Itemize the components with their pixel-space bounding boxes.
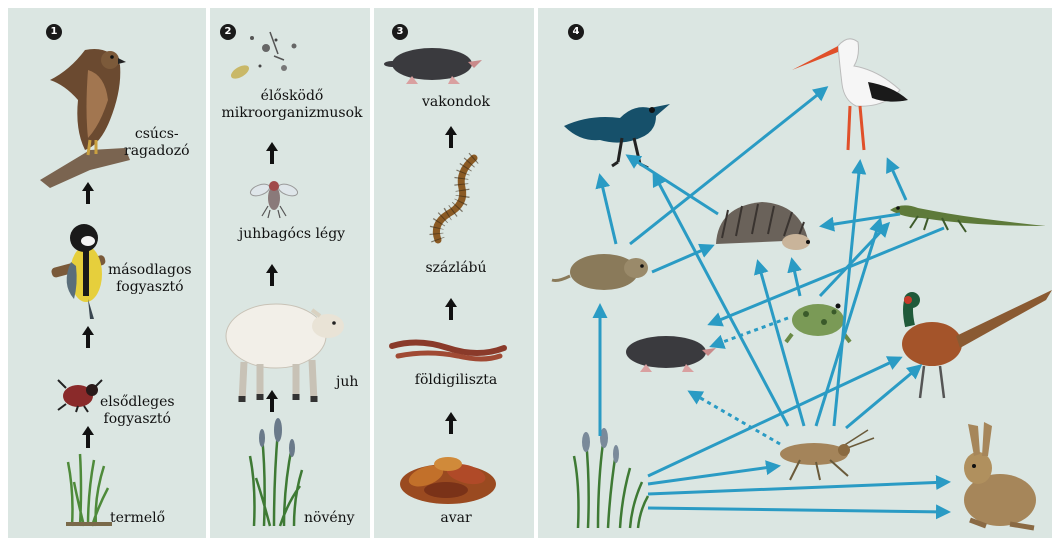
food-web-arrow-lines [600,88,948,512]
